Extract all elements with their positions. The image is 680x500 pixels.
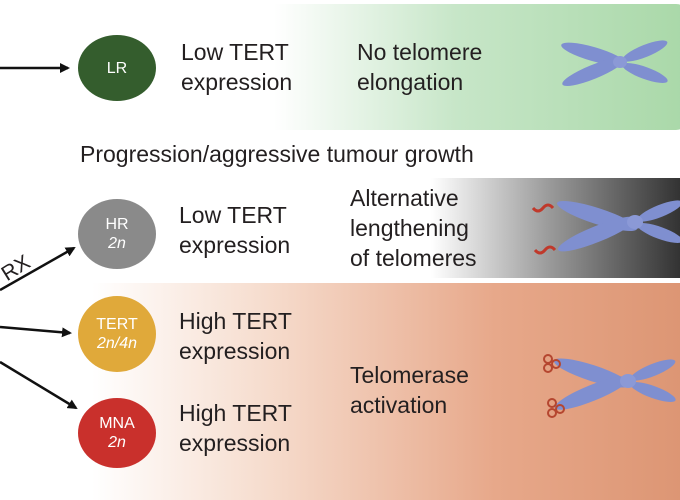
ploidy-label: 2n: [108, 235, 126, 252]
chromosome-icon: [531, 200, 680, 255]
mna-node: MNA 2n: [78, 398, 156, 468]
progression-label: Progression/aggressive tumour growth: [80, 141, 474, 167]
node-label: TERT: [96, 316, 138, 333]
expression-label: Low TERT expression: [179, 202, 291, 258]
expression-label: Low TERT expression: [181, 39, 293, 95]
node-label: LR: [106, 59, 128, 77]
hr-node: HR 2n: [78, 199, 156, 269]
ploidy-label: 2n: [108, 434, 126, 451]
arrow-icon: [0, 325, 72, 338]
arrow-icon: [0, 246, 76, 292]
outcome-label: Alternative lengthening of telomeres: [350, 185, 477, 271]
arrow-icon: [0, 360, 78, 410]
ploidy-label: 2n/4n: [96, 335, 138, 352]
chromosome-icon: [561, 40, 668, 86]
expression-label: High TERT expression: [179, 308, 292, 364]
node-label: MNA: [99, 415, 135, 432]
tert-node: TERT 2n/4n: [78, 296, 156, 372]
node-label: HR: [105, 216, 129, 233]
lr-node: LR: [78, 35, 156, 101]
chromosome-icon: [543, 354, 676, 418]
telomerase-outcome-label: Telomerase activation: [350, 362, 469, 418]
expression-label: High TERT expression: [179, 400, 292, 456]
branch-label: RX: [0, 251, 34, 286]
outcome-label: No telomere elongation: [357, 39, 483, 95]
